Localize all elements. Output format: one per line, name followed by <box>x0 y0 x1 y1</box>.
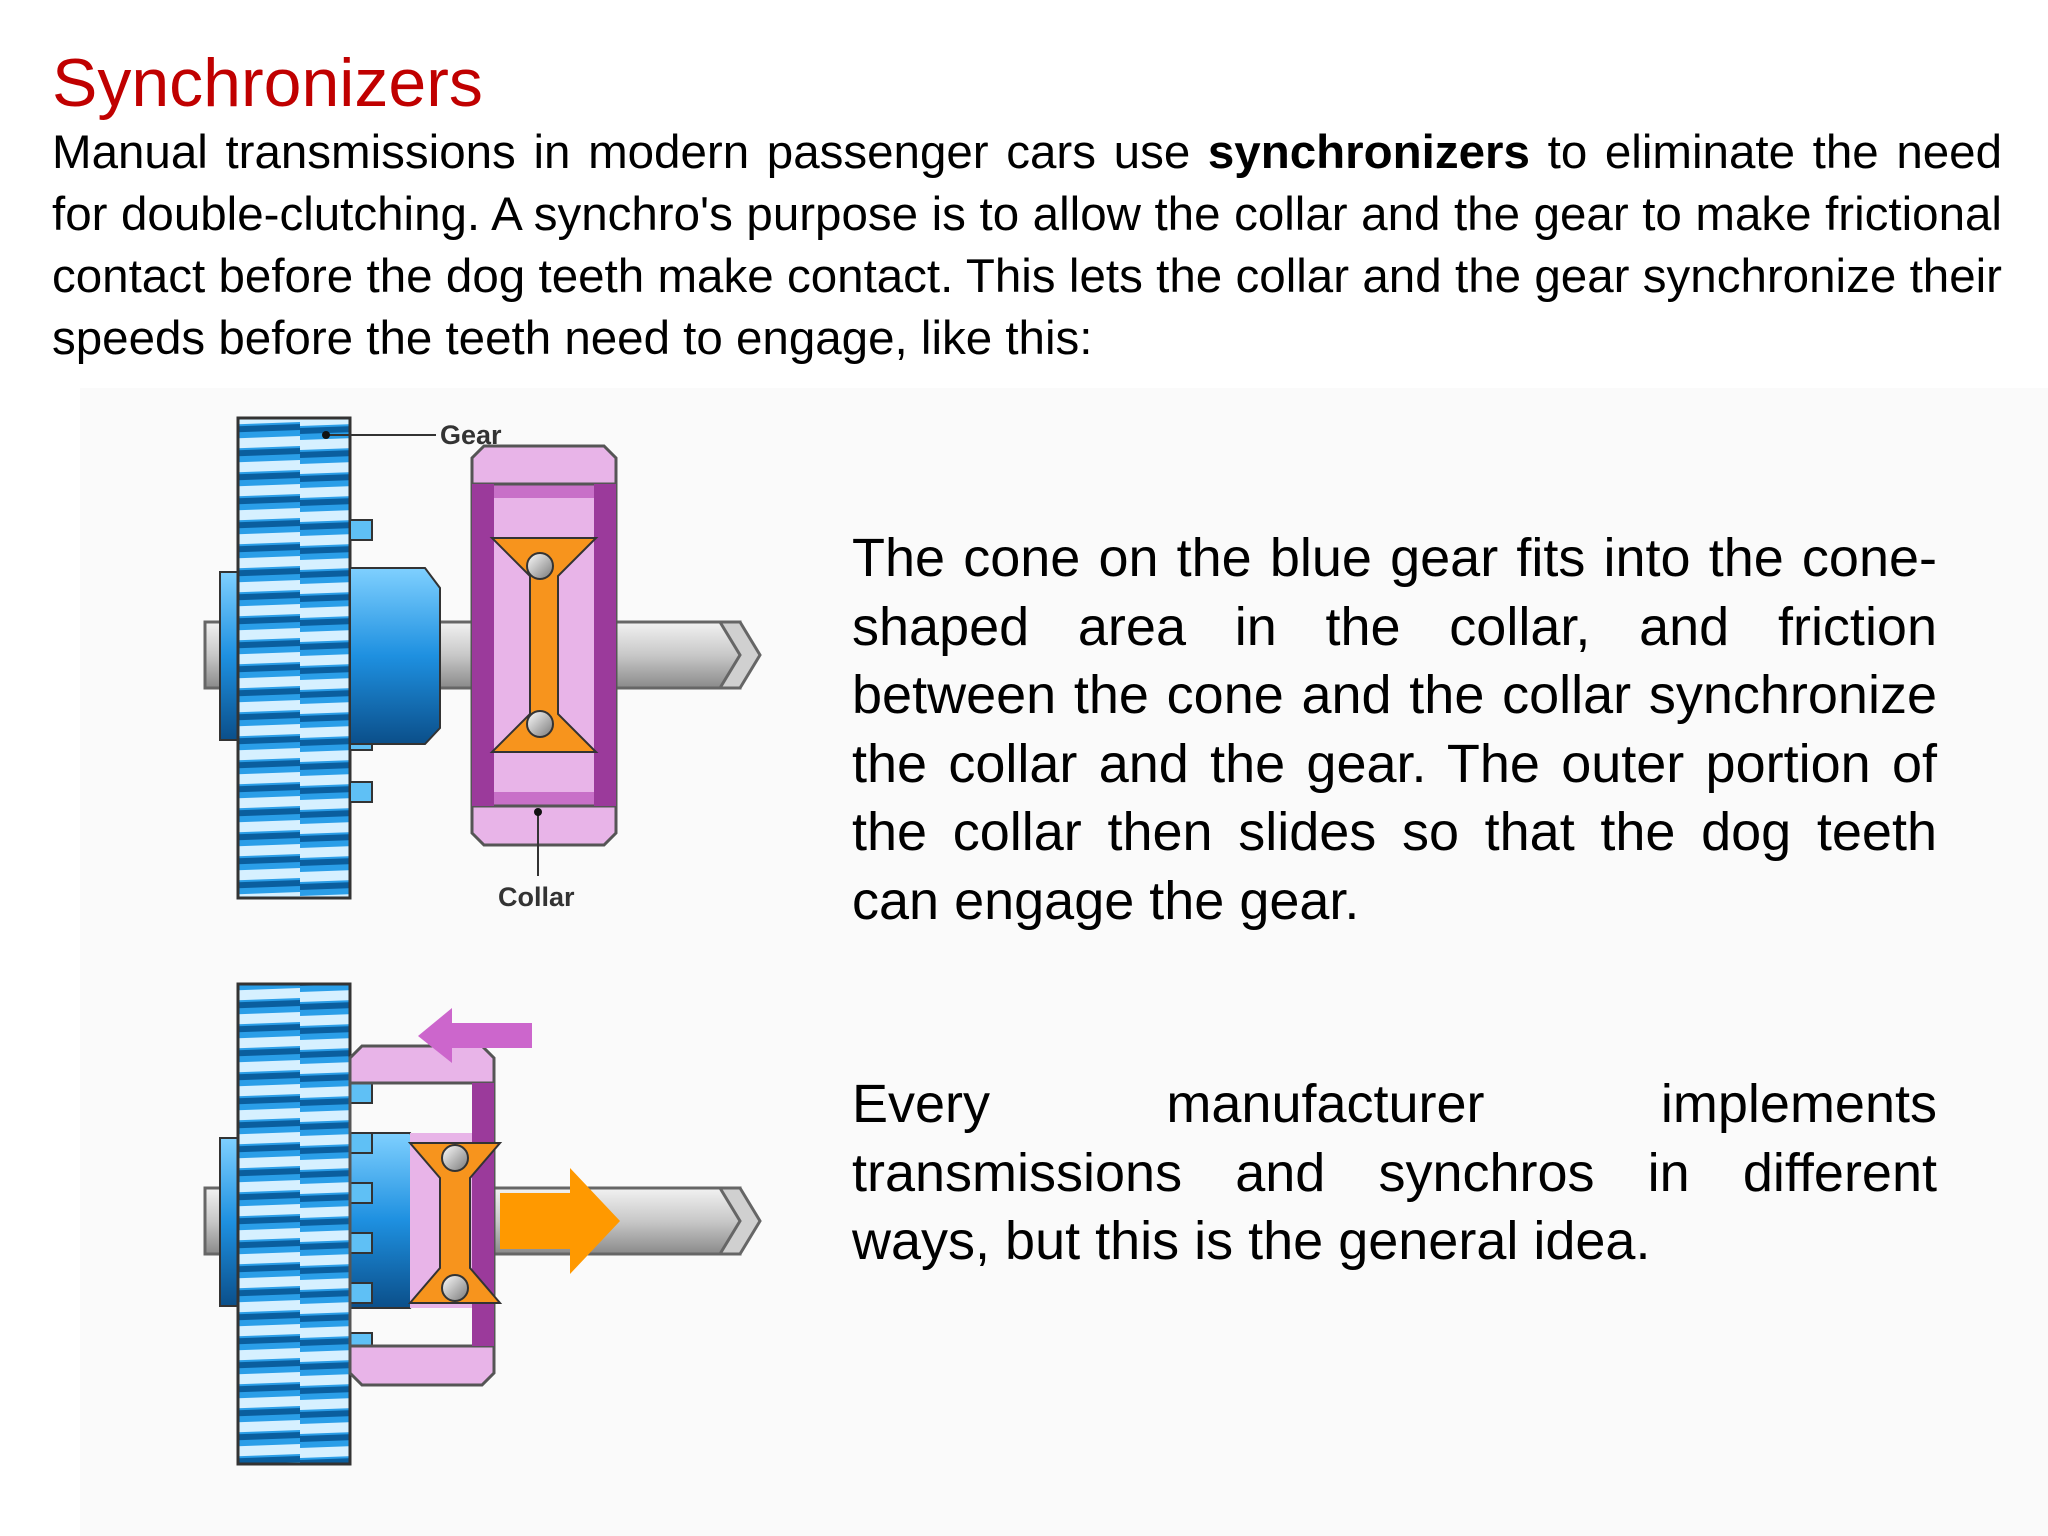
arrow-left-icon <box>418 1008 532 1063</box>
intro-text-end: to eliminate the need for double-clutchi… <box>52 126 2002 365</box>
gear-top <box>219 416 441 900</box>
page-title: Synchronizers <box>52 45 483 121</box>
collar-top <box>470 444 618 847</box>
synchronizer-diagram: Gear Collar <box>203 416 762 1466</box>
collar-label-callout: Collar <box>498 808 575 912</box>
gear-label: Gear <box>440 420 502 450</box>
gear-label-callout: Gear <box>322 420 502 450</box>
closing-paragraph: Every manufacturer implements transmissi… <box>852 1074 1937 1271</box>
intro-bold-term: synchronizers <box>1207 126 1530 179</box>
intro-text-start: Manual transmissions in modern passenger… <box>52 126 1208 179</box>
collar-bottom <box>348 1044 503 1387</box>
collar-label: Collar <box>498 882 575 912</box>
arrow-right-icon <box>500 1168 620 1274</box>
explanation-paragraph: The cone on the blue gear fits into the … <box>852 528 1937 931</box>
gear-diagram-bottom <box>203 982 762 1466</box>
intro-paragraph: Manual transmissions in modern passenger… <box>52 122 2002 370</box>
gear-diagram-top: Gear Collar <box>203 416 762 912</box>
figure-panel: Gear Collar <box>80 388 2048 1536</box>
